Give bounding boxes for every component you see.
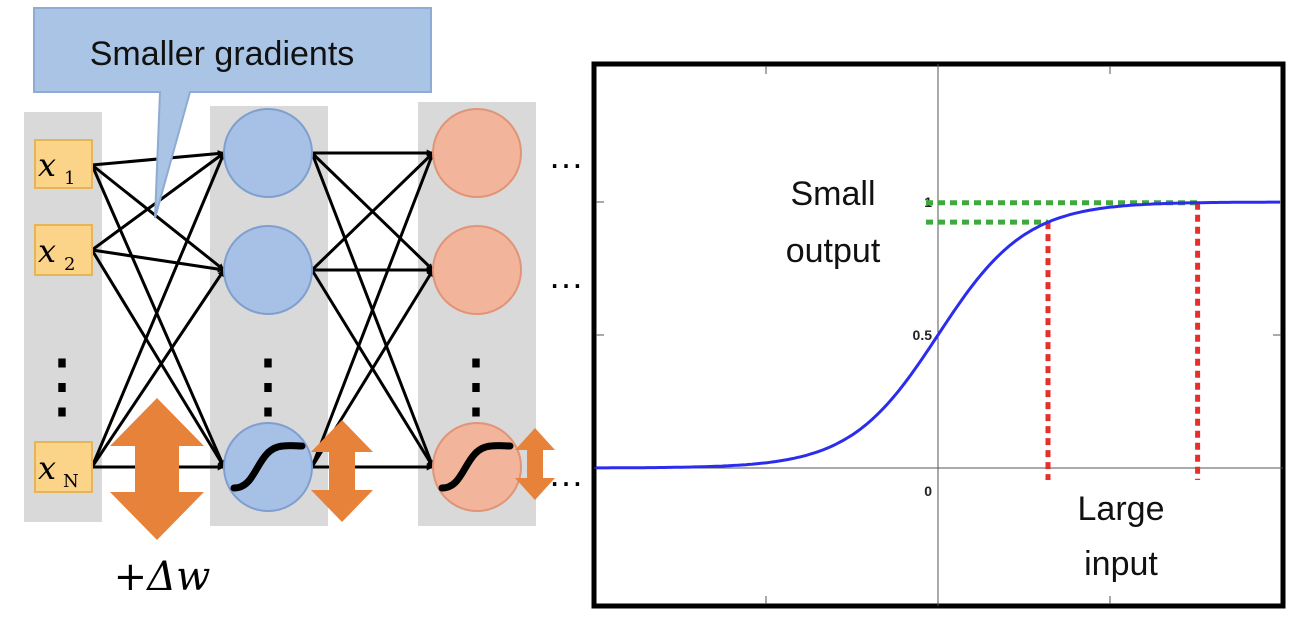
input-to-hidden1-edge [90, 152, 226, 468]
input-node-n[interactable]: x N [34, 441, 93, 493]
hidden1-to-hidden2-edge [310, 152, 435, 468]
medium-double-arrow-icon [311, 420, 373, 522]
input-sub-1: 1 [64, 168, 75, 189]
input-to-hidden1-edge [91, 163, 225, 272]
sigmoid-chart: 00.51 Small output Large input [591, 61, 1286, 609]
hidden2-vertical-ellipsis: ⋮ [440, 346, 512, 426]
large-input-annotation: Large input [1078, 490, 1165, 583]
input-sub-2: 2 [64, 254, 75, 275]
input-node-1[interactable]: x 1 [34, 139, 93, 189]
input-var-1: x [38, 146, 56, 184]
callout-bubble: Smaller gradients [33, 7, 432, 219]
small-output-line-1: Small [790, 175, 875, 213]
continuation-dots-3: … [548, 453, 584, 494]
large-input-line-2: input [1084, 545, 1158, 583]
hidden1-neuron-n[interactable] [223, 422, 313, 512]
input-sub-n: N [63, 471, 79, 492]
hidden1-vertical-ellipsis: ⋮ [232, 346, 304, 426]
hidden2-neuron-2[interactable] [432, 225, 522, 315]
callout-text: Smaller gradients [90, 35, 355, 73]
large-input-line-1: Large [1078, 490, 1165, 528]
big-double-arrow-icon [110, 398, 204, 540]
delta-w-label: +Δw [114, 554, 211, 600]
input-to-hidden1-edge [90, 249, 226, 468]
hidden1-neuron-1[interactable] [223, 108, 313, 198]
chart-guide-lines [926, 200, 1201, 480]
hidden1-to-hidden2-edge [310, 151, 435, 272]
small-double-arrow-icon [515, 428, 555, 500]
input-to-hidden1-edge [91, 248, 225, 273]
y-tick-label: 0.5 [913, 327, 933, 343]
hidden2-neuron-n[interactable] [432, 422, 522, 512]
sigmoid-curve [596, 200, 1280, 470]
sigmoid-icon [230, 442, 306, 492]
input-node-2[interactable]: x 2 [34, 224, 93, 276]
input-vertical-ellipsis: ⋮ [26, 346, 98, 426]
continuation-dots-2: … [548, 255, 584, 296]
hidden1-neuron-2[interactable] [223, 225, 313, 315]
input-var-2: x [38, 232, 56, 270]
small-output-line-2: output [786, 232, 881, 270]
sigmoid-icon [438, 442, 514, 492]
hidden2-neuron-1[interactable] [432, 108, 522, 198]
input-var-n: x [38, 449, 56, 487]
input-to-hidden1-edge [90, 269, 226, 468]
y-tick-label: 0 [924, 483, 932, 499]
input-to-hidden1-edge [90, 164, 226, 468]
continuation-dots-1: … [548, 135, 584, 176]
small-output-annotation: Small output [786, 175, 881, 270]
